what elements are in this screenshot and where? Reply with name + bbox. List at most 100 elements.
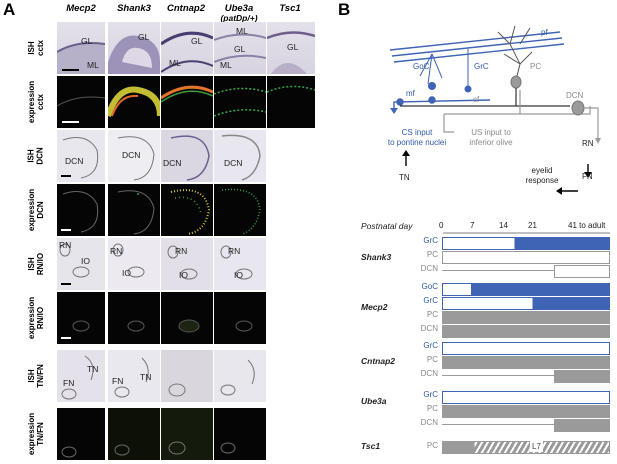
ube3a-dcn-label: DCN xyxy=(420,418,438,427)
label-pf: pf xyxy=(541,28,548,37)
ish-cctx-shank3: GL xyxy=(108,22,160,74)
ish-cctx-tsc1: GL xyxy=(267,22,315,74)
ish-rnio-mecp2: RN IO xyxy=(57,238,105,290)
shank3-dcn-line xyxy=(442,270,554,271)
shank3-grc-bar xyxy=(442,237,610,250)
mecp2-pc-label: PC xyxy=(426,310,438,319)
label-mf: mf xyxy=(406,89,415,98)
mecp2-pc-bar xyxy=(442,311,610,324)
cntnap2-grc-label: GrC xyxy=(423,341,438,350)
gene-ube3a: Ube3a xyxy=(361,396,387,406)
label-dcn: DCN xyxy=(566,91,584,100)
shank3-pc-bar xyxy=(442,251,610,264)
expr-dcn-mecp2 xyxy=(57,184,105,236)
cntnap2-dcn-bar xyxy=(554,370,610,383)
parallel-fibers xyxy=(389,31,565,63)
gene-tsc1: Tsc1 xyxy=(361,441,381,451)
shank3-pc-label: PC xyxy=(426,250,438,259)
label-tn: TN xyxy=(399,173,410,182)
tick-14: 14 xyxy=(499,221,508,230)
expr-cctx-mecp2 xyxy=(57,76,105,128)
ish-tnfn-mecp2: FN TN xyxy=(57,350,105,402)
col-header-tsc1: Tsc1 xyxy=(279,3,301,14)
ish-tnfn-cntnap2 xyxy=(161,350,213,402)
gene-shank3: Shank3 xyxy=(361,252,392,262)
panel-a-letter: A xyxy=(3,0,16,19)
ish-tnfn-shank3: FN TN xyxy=(108,350,160,402)
panel-b-letter: B xyxy=(338,0,351,19)
expr-cctx-shank3 xyxy=(108,76,160,128)
tsc1-pc-label: PC xyxy=(426,441,438,450)
golgi-cell xyxy=(419,53,443,90)
ish-tnfn-ube3a xyxy=(214,350,266,402)
gene-mecp2: Mecp2 xyxy=(361,302,388,312)
ube3a-grc-bar xyxy=(442,391,610,404)
shank3-dcn-bar xyxy=(554,265,610,278)
ube3a-grc-label: GrC xyxy=(423,390,438,399)
ube3a-pc-label: PC xyxy=(426,404,438,413)
col-header-ube3a-sub: (patDp/+) xyxy=(220,13,258,23)
ube3a-dcn-bar xyxy=(554,419,610,432)
purkinje-cell xyxy=(497,25,533,89)
granule-cell xyxy=(464,49,472,93)
ish-rnio-ube3a: RN IO xyxy=(214,238,266,290)
expr-cctx-ube3a xyxy=(214,76,266,128)
cntnap2-dcn-label: DCN xyxy=(420,369,438,378)
timeline-title: Postnatal day xyxy=(361,221,413,231)
col-header-mecp2: Mecp2 xyxy=(66,3,96,14)
expr-tnfn-cntnap2 xyxy=(161,408,213,460)
projection-lines xyxy=(400,88,570,107)
expr-cctx-tsc1 xyxy=(267,76,315,128)
ish-cctx-cntnap2: GL ML xyxy=(161,22,213,74)
ube3a-dcn-line xyxy=(442,424,554,425)
col-header-cntnap2: Cntnap2 xyxy=(167,3,205,14)
tsc1-l7-label: L7 xyxy=(530,441,543,452)
expr-rnio-ube3a xyxy=(214,292,266,344)
mecp2-grc-bar xyxy=(442,297,610,310)
ish-rnio-shank3: RN IO xyxy=(108,238,160,290)
tick-0: 0 xyxy=(439,221,444,230)
ish-dcn-cntnap2: DCN xyxy=(161,130,213,182)
label-grc: GrC xyxy=(474,62,489,71)
ish-dcn-shank3: DCN xyxy=(108,130,160,182)
expr-cctx-cntnap2 xyxy=(161,76,213,128)
mecp2-dcn-bar xyxy=(442,325,610,338)
expr-rnio-cntnap2 xyxy=(161,292,213,344)
expr-tnfn-mecp2 xyxy=(57,408,105,460)
mecp2-goc-bar xyxy=(442,283,610,296)
cntnap2-dcn-line xyxy=(442,375,554,376)
ish-dcn-mecp2: DCN xyxy=(57,130,105,182)
climbing-fiber xyxy=(443,90,591,133)
gene-cntnap2: Cntnap2 xyxy=(361,356,395,366)
ish-cctx-ube3a: ML GL ML xyxy=(214,22,266,74)
mecp2-dcn-label: DCN xyxy=(420,324,438,333)
label-rn: RN xyxy=(582,139,594,148)
cntnap2-grc-bar xyxy=(442,342,610,355)
cntnap2-pc-label: PC xyxy=(426,355,438,364)
col-header-shank3: Shank3 xyxy=(117,3,151,14)
shank3-grc-label: GrC xyxy=(423,236,438,245)
tick-7: 7 xyxy=(470,221,475,230)
tsc1-pc-bar xyxy=(442,441,610,454)
expr-rnio-shank3 xyxy=(108,292,160,344)
label-goc: GoC xyxy=(413,62,430,71)
shank3-dcn-label: DCN xyxy=(420,264,438,273)
expr-tnfn-shank3 xyxy=(108,408,160,460)
expr-dcn-ube3a xyxy=(214,184,266,236)
label-cf: cf xyxy=(473,95,480,104)
ube3a-pc-bar xyxy=(442,405,610,418)
label-pc: PC xyxy=(530,62,542,71)
mecp2-grc-label: GrC xyxy=(423,296,438,305)
expr-dcn-shank3 xyxy=(108,184,160,236)
ish-rnio-cntnap2: RN IO xyxy=(161,238,213,290)
